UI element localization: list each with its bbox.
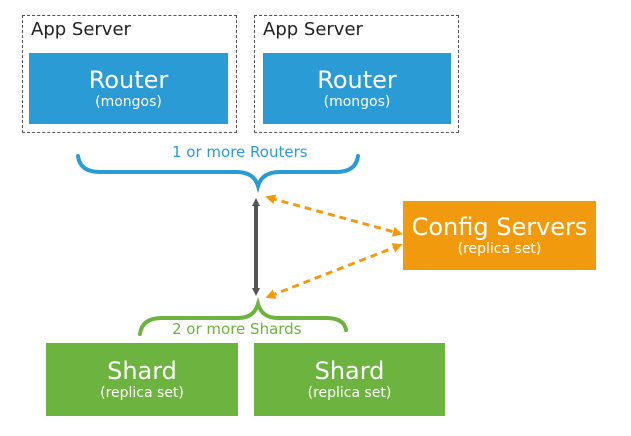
router-subtitle: (mongos) xyxy=(323,93,391,110)
router-title: Router xyxy=(88,65,169,94)
routers-brace xyxy=(76,154,360,194)
shard-title: Shard xyxy=(314,356,385,385)
shard-box[interactable]: Shard (replica set) xyxy=(46,343,238,416)
shard-subtitle: (replica set) xyxy=(307,384,392,401)
shards-caption: 2 or more Shards xyxy=(172,320,302,338)
app-server-label: App Server xyxy=(31,19,131,40)
shards-brace xyxy=(138,296,348,336)
config-servers-box[interactable]: Config Servers (replica set) xyxy=(403,201,596,270)
shard-box[interactable]: Shard (replica set) xyxy=(254,343,445,416)
config-servers-title: Config Servers xyxy=(411,212,588,241)
router-subtitle: (mongos) xyxy=(95,93,162,110)
router-box[interactable]: Router (mongos) xyxy=(263,53,451,124)
shard-config-arrow xyxy=(265,243,403,299)
router-box[interactable]: Router (mongos) xyxy=(29,53,228,124)
shard-subtitle: (replica set) xyxy=(100,384,184,401)
app-server-2: App Server Router (mongos) xyxy=(254,15,459,133)
router-config-arrow xyxy=(265,194,403,237)
router-title: Router xyxy=(317,65,397,94)
config-servers-subtitle: (replica set) xyxy=(457,240,542,257)
routers-caption: 1 or more Routers xyxy=(172,143,308,161)
app-server-1: App Server Router (mongos) xyxy=(22,15,237,133)
app-server-label: App Server xyxy=(263,19,363,40)
shard-title: Shard xyxy=(107,356,177,385)
